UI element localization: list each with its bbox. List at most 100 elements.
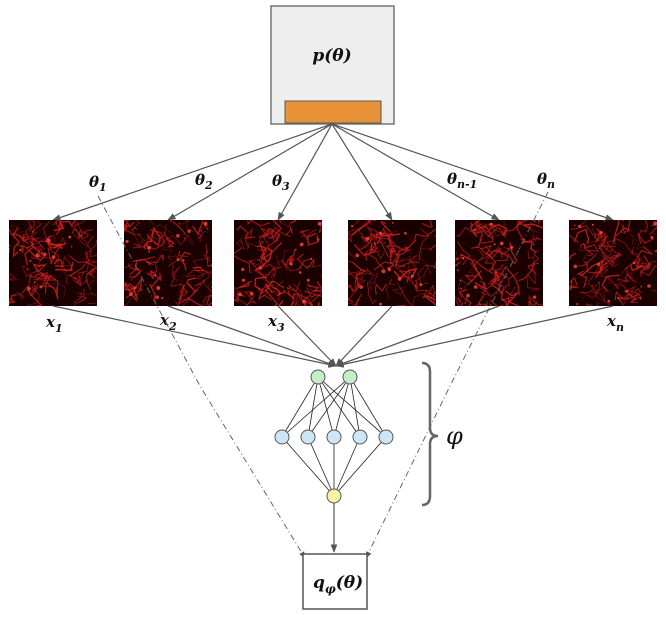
- filament: [11, 224, 24, 235]
- filament: [485, 247, 503, 264]
- filament: [418, 248, 430, 264]
- filament: [236, 237, 246, 251]
- filament: [9, 272, 18, 281]
- filament: [407, 254, 418, 271]
- filament: [606, 239, 623, 257]
- halo: [532, 295, 537, 299]
- filament: [21, 265, 30, 278]
- input-node: [342, 369, 358, 385]
- halo: [640, 285, 642, 288]
- halo: [33, 281, 36, 283]
- filament: [369, 250, 385, 260]
- halo: [262, 241, 264, 244]
- neural-network: [274, 369, 394, 553]
- halo: [301, 299, 306, 304]
- filament: [152, 224, 167, 245]
- network-edge: [317, 376, 335, 438]
- filament: [348, 283, 361, 306]
- halo: [466, 293, 470, 298]
- filament: [288, 284, 314, 306]
- filament: [412, 265, 432, 282]
- filament: [143, 234, 153, 250]
- halo: [459, 279, 462, 282]
- halo: [176, 258, 180, 262]
- filament: [247, 258, 265, 266]
- halo: [19, 248, 22, 252]
- filament: [472, 258, 500, 283]
- halo: [147, 245, 151, 250]
- filament: [471, 245, 492, 255]
- theta-label-n: θn: [537, 170, 555, 191]
- filament: [488, 223, 508, 237]
- halo: [129, 292, 133, 296]
- filament: [9, 232, 20, 258]
- filament: [277, 300, 295, 306]
- filament: [380, 220, 391, 232]
- posterior-label: qφ(θ): [313, 573, 363, 596]
- halo: [617, 297, 620, 300]
- filament: [413, 229, 436, 242]
- hidden-node: [378, 429, 394, 445]
- filament: [299, 229, 310, 241]
- field-images: [9, 220, 657, 306]
- filament: [282, 289, 296, 300]
- filament: [124, 224, 130, 228]
- filament: [162, 231, 175, 248]
- filament: [595, 231, 607, 242]
- filament: [526, 276, 541, 291]
- halo: [249, 291, 254, 296]
- filament: [271, 255, 281, 277]
- halo: [31, 231, 34, 233]
- halo: [397, 277, 402, 281]
- filament: [619, 285, 637, 306]
- halo: [178, 222, 180, 224]
- filament: [375, 232, 389, 258]
- filament: [150, 226, 162, 247]
- field-image: [124, 220, 212, 306]
- filament: [282, 260, 305, 272]
- halo: [494, 270, 497, 274]
- filament: [518, 262, 539, 282]
- halo: [473, 285, 478, 289]
- filament: [412, 292, 436, 306]
- filament: [612, 220, 625, 244]
- filament: [595, 233, 604, 241]
- filament: [617, 269, 632, 283]
- halo: [289, 262, 293, 266]
- prior-bar: [284, 100, 382, 124]
- filament: [289, 220, 297, 224]
- halo: [365, 237, 370, 241]
- filament: [497, 272, 505, 296]
- filament: [300, 256, 313, 262]
- halo: [27, 286, 31, 291]
- filament: [300, 229, 317, 238]
- filament: [146, 269, 162, 282]
- filament: [149, 276, 161, 303]
- filament: [293, 302, 310, 306]
- filament: [624, 245, 653, 270]
- filament: [124, 295, 134, 306]
- halo: [359, 285, 363, 289]
- filament: [396, 257, 417, 271]
- filament: [210, 286, 212, 288]
- halo: [271, 291, 273, 293]
- halo: [258, 266, 263, 270]
- filament: [270, 227, 291, 243]
- halo: [197, 277, 199, 279]
- filament: [199, 271, 210, 291]
- filament: [569, 276, 579, 289]
- filament: [85, 235, 94, 261]
- filament: [45, 281, 59, 300]
- filament: [465, 297, 472, 306]
- filament: [474, 281, 488, 291]
- theta-label-1: θ1: [89, 173, 107, 194]
- halo: [510, 245, 514, 249]
- filament: [395, 249, 412, 268]
- filament: [600, 253, 617, 266]
- halo: [647, 284, 651, 288]
- halo: [210, 265, 212, 267]
- filament: [396, 304, 406, 306]
- prior-arrows: [52, 123, 614, 221]
- halo: [310, 257, 313, 260]
- filament: [602, 220, 606, 222]
